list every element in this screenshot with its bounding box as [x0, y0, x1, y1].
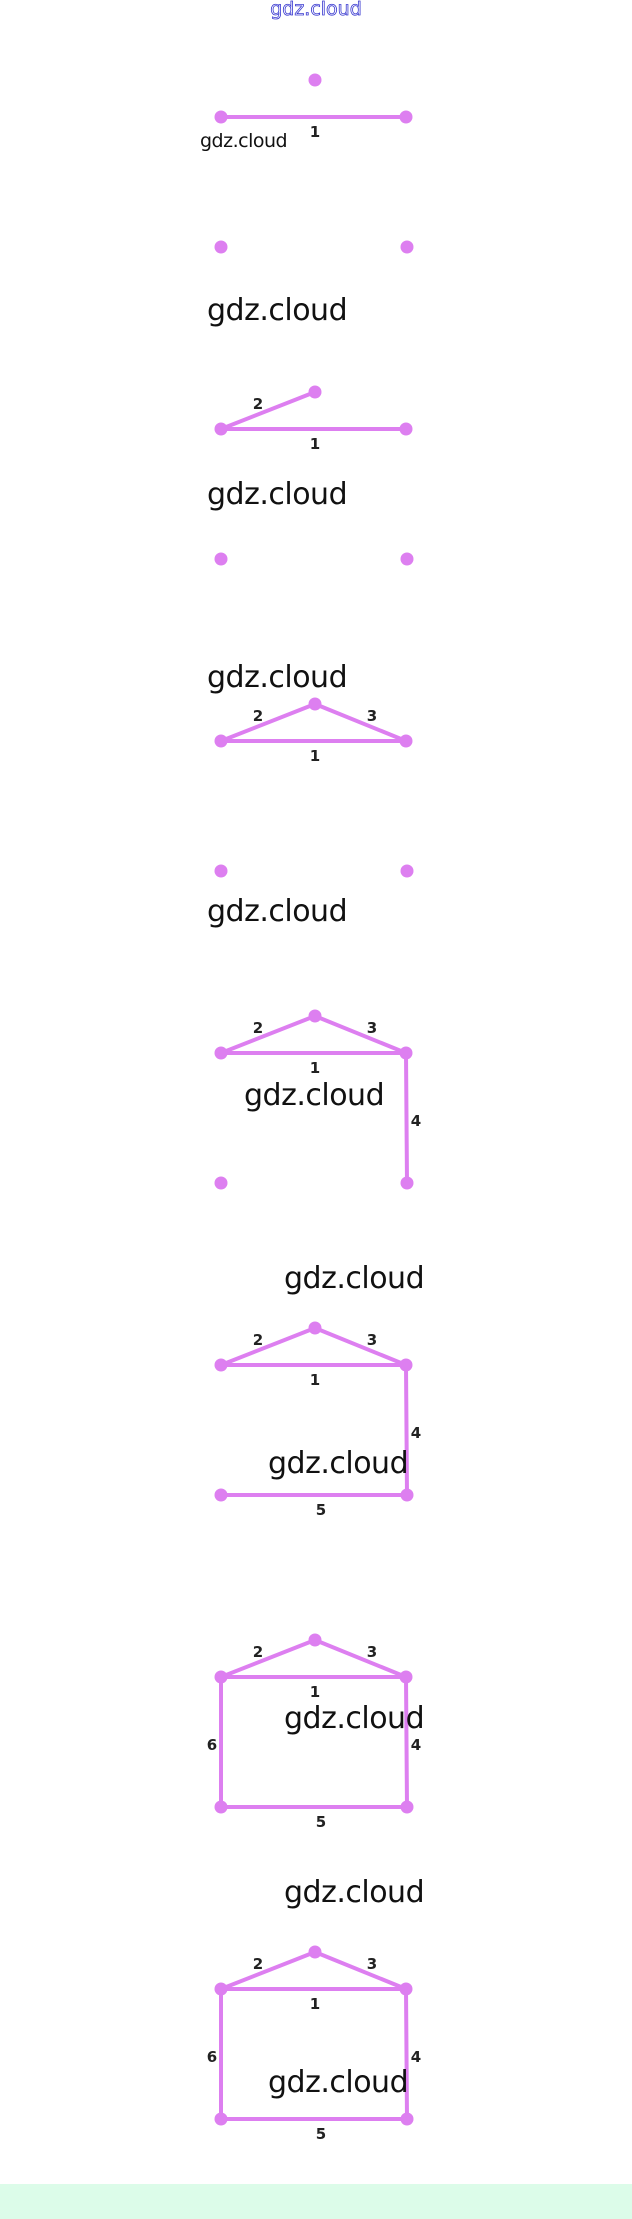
- edge-4: [404, 1675, 409, 1809]
- watermark: gdz.cloud: [284, 1875, 425, 1910]
- vertex-dot: [400, 864, 414, 878]
- vertex-dot: [214, 2112, 228, 2126]
- vertex-dot: [214, 240, 228, 254]
- edge-label-2: 2: [253, 395, 263, 413]
- edge-label-2: 2: [253, 1331, 263, 1349]
- edge-label-4: 4: [411, 1112, 421, 1130]
- edge-2: [219, 390, 317, 431]
- edge-3: [313, 702, 408, 743]
- vertex-dot: [400, 552, 414, 566]
- vertex-dot: [308, 385, 322, 399]
- edge-3: [313, 1950, 408, 1991]
- edge-label-3: 3: [367, 1955, 377, 1973]
- vertex-dot: [214, 1670, 228, 1684]
- edge-4: [404, 1363, 409, 1497]
- watermark: gdz.cloud: [207, 660, 348, 695]
- vertex-dot: [214, 552, 228, 566]
- vertex-dot: [308, 1945, 322, 1959]
- edge-label-2: 2: [253, 1955, 263, 1973]
- edge-2: [219, 702, 317, 743]
- edge-label-3: 3: [367, 1331, 377, 1349]
- vertex-dot: [400, 1800, 414, 1814]
- edge-label-2: 2: [253, 1643, 263, 1661]
- edge-2: [219, 1326, 317, 1367]
- edge-2: [219, 1014, 317, 1055]
- edge-label-1: 1: [310, 1371, 320, 1389]
- watermark: gdz.cloud: [200, 130, 288, 152]
- edge-2: [219, 1638, 317, 1679]
- watermark: gdz.cloud: [207, 477, 348, 512]
- edge-label-5: 5: [316, 2125, 326, 2143]
- vertex-dot: [399, 1670, 413, 1684]
- vertex-dot: [308, 1321, 322, 1335]
- edge-label-2: 2: [253, 1019, 263, 1037]
- edge-3: [313, 1638, 408, 1679]
- vertex-dot: [308, 697, 322, 711]
- vertex-dot: [400, 2112, 414, 2126]
- vertex-dot: [400, 1176, 414, 1190]
- edge-4: [404, 1987, 409, 2121]
- edge-4: [404, 1051, 409, 1185]
- edge-label-5: 5: [316, 1501, 326, 1519]
- watermark: gdz.cloud: [284, 1701, 425, 1736]
- edge-label-1: 1: [310, 1059, 320, 1077]
- vertex-dot: [214, 1176, 228, 1190]
- edge-2: [219, 1950, 317, 1991]
- vertex-dot: [214, 1046, 228, 1060]
- vertex-dot: [214, 1358, 228, 1372]
- edge-label-4: 4: [411, 1736, 421, 1754]
- vertex-dot: [214, 1982, 228, 1996]
- edge-label-1: 1: [310, 1995, 320, 2013]
- vertex-dot: [214, 1800, 228, 1814]
- watermark: gdz.cloud: [268, 2065, 409, 2100]
- edge-label-1: 1: [310, 1683, 320, 1701]
- vertex-dot: [308, 1009, 322, 1023]
- edge-label-2: 2: [253, 707, 263, 725]
- edge-3: [313, 1014, 408, 1055]
- vertex-dot: [400, 240, 414, 254]
- edge-label-4: 4: [411, 2048, 421, 2066]
- vertex-dot: [399, 734, 413, 748]
- watermark: gdz.cloud: [284, 1261, 425, 1296]
- watermark: gdz.cloud: [207, 293, 348, 328]
- vertex-dot: [214, 422, 228, 436]
- watermark: gdz.cloud: [207, 894, 348, 929]
- edge-label-3: 3: [367, 1019, 377, 1037]
- vertex-dot: [399, 1046, 413, 1060]
- vertex-dot: [399, 422, 413, 436]
- vertex-dot: [399, 1982, 413, 1996]
- vertex-dot: [214, 734, 228, 748]
- edge-label-1: 1: [310, 435, 320, 453]
- edge-label-3: 3: [367, 1643, 377, 1661]
- vertex-dot: [308, 1633, 322, 1647]
- vertex-dot: [308, 73, 322, 87]
- vertex-dot: [214, 1488, 228, 1502]
- watermark: gdz.cloud: [244, 1078, 385, 1113]
- footer-band: [0, 2184, 632, 2219]
- edge-label-1: 1: [310, 747, 320, 765]
- vertex-dot: [214, 110, 228, 124]
- header-watermark: gdz.cloud: [270, 0, 362, 20]
- edge-label-4: 4: [411, 1424, 421, 1442]
- vertex-dot: [399, 1358, 413, 1372]
- edge-label-1: 1: [310, 123, 320, 141]
- edge-label-3: 3: [367, 707, 377, 725]
- edge-label-6: 6: [207, 2048, 217, 2066]
- vertex-dot: [400, 1488, 414, 1502]
- edge-label-6: 6: [207, 1736, 217, 1754]
- watermark: gdz.cloud: [268, 1446, 409, 1481]
- edge-label-5: 5: [316, 1813, 326, 1831]
- vertex-dot: [214, 864, 228, 878]
- edge-3: [313, 1326, 408, 1367]
- vertex-dot: [399, 110, 413, 124]
